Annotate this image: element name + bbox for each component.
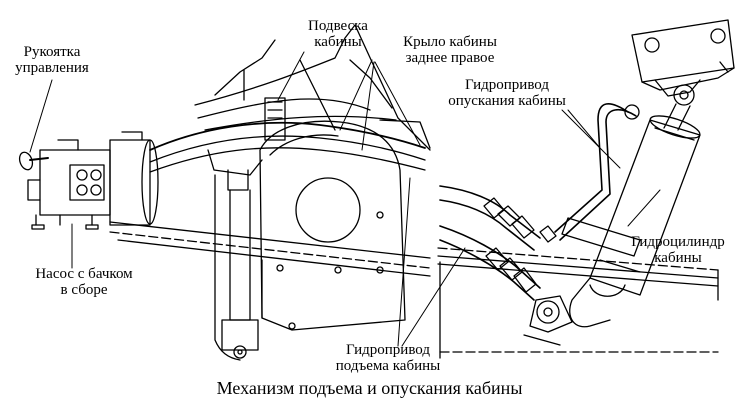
lowering-hydraulics-label: Гидропривод опускания кабины [434,77,580,109]
hydraulic-cylinder-label-line2: кабины [654,250,702,266]
rear-right-fender-label: Крыло кабины заднее правое [384,34,516,66]
pump-with-tank-label-line2: в сборе [60,282,108,298]
lowering-hydraulics-label-line2: опускания кабины [448,93,566,109]
lowering-hydraulics-label-line1: Гидропривод [465,77,549,93]
lifting-hydraulics-label: Гидропривод подъема кабины [326,342,450,374]
pump-with-tank-label-line1: Насос с бачком [35,266,133,282]
control-handle-label-line1: Рукоятка [23,44,81,60]
chassis-frame [109,221,719,359]
figure-caption: Механизм подъема и опускания кабины [216,378,523,398]
lifting-hydraulics-label-line2: подъема кабины [335,358,441,374]
hydraulic-cylinder-label-line1: Гидроцилиндр [631,234,725,250]
control-handle-label-line2: управления [15,60,89,76]
pump-with-tank-label: Насос с бачком в сборе [28,266,140,298]
control-handle-label: Рукоятка управления [0,44,104,76]
cab-suspension-label-line1: Подвеска [308,18,368,34]
rear-right-fender-label-line1: Крыло кабины [403,34,497,50]
cab-suspension-label-line2: кабины [314,34,362,50]
pump-assembly [18,131,159,230]
hydraulic-lines [439,103,640,301]
cab-suspension-assembly [149,97,426,361]
cab-suspension-label: Подвеска кабины [296,18,380,50]
rear-right-fender-label-line2: заднее правое [405,50,495,66]
leader-lines [29,51,661,347]
hydraulic-cylinder [523,19,735,346]
lifting-hydraulics-label-line1: Гидропривод [346,342,430,358]
hydraulic-cylinder-label: Гидроцилиндр кабины [620,234,736,266]
